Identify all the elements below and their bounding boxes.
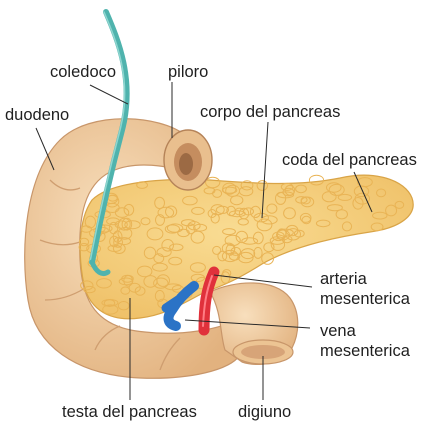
label-coda-del-pancreas: coda del pancreas bbox=[282, 151, 417, 169]
label-testa-del-pancreas: testa del pancreas bbox=[62, 403, 197, 421]
pylorus-inner bbox=[179, 153, 193, 175]
label-arteria: arteria bbox=[320, 270, 367, 288]
label-arteria-mesenterica: mesenterica bbox=[320, 290, 410, 308]
label-vena-mesenterica: mesenterica bbox=[320, 342, 410, 360]
label-vena: vena bbox=[320, 322, 356, 340]
leader-coledoco bbox=[90, 85, 128, 104]
label-duodeno: duodeno bbox=[5, 106, 69, 124]
label-digiuno: digiuno bbox=[238, 403, 291, 421]
label-piloro: piloro bbox=[168, 63, 208, 81]
label-corpo-del-pancreas: corpo del pancreas bbox=[200, 103, 340, 121]
label-coledoco: coledoco bbox=[50, 63, 116, 81]
